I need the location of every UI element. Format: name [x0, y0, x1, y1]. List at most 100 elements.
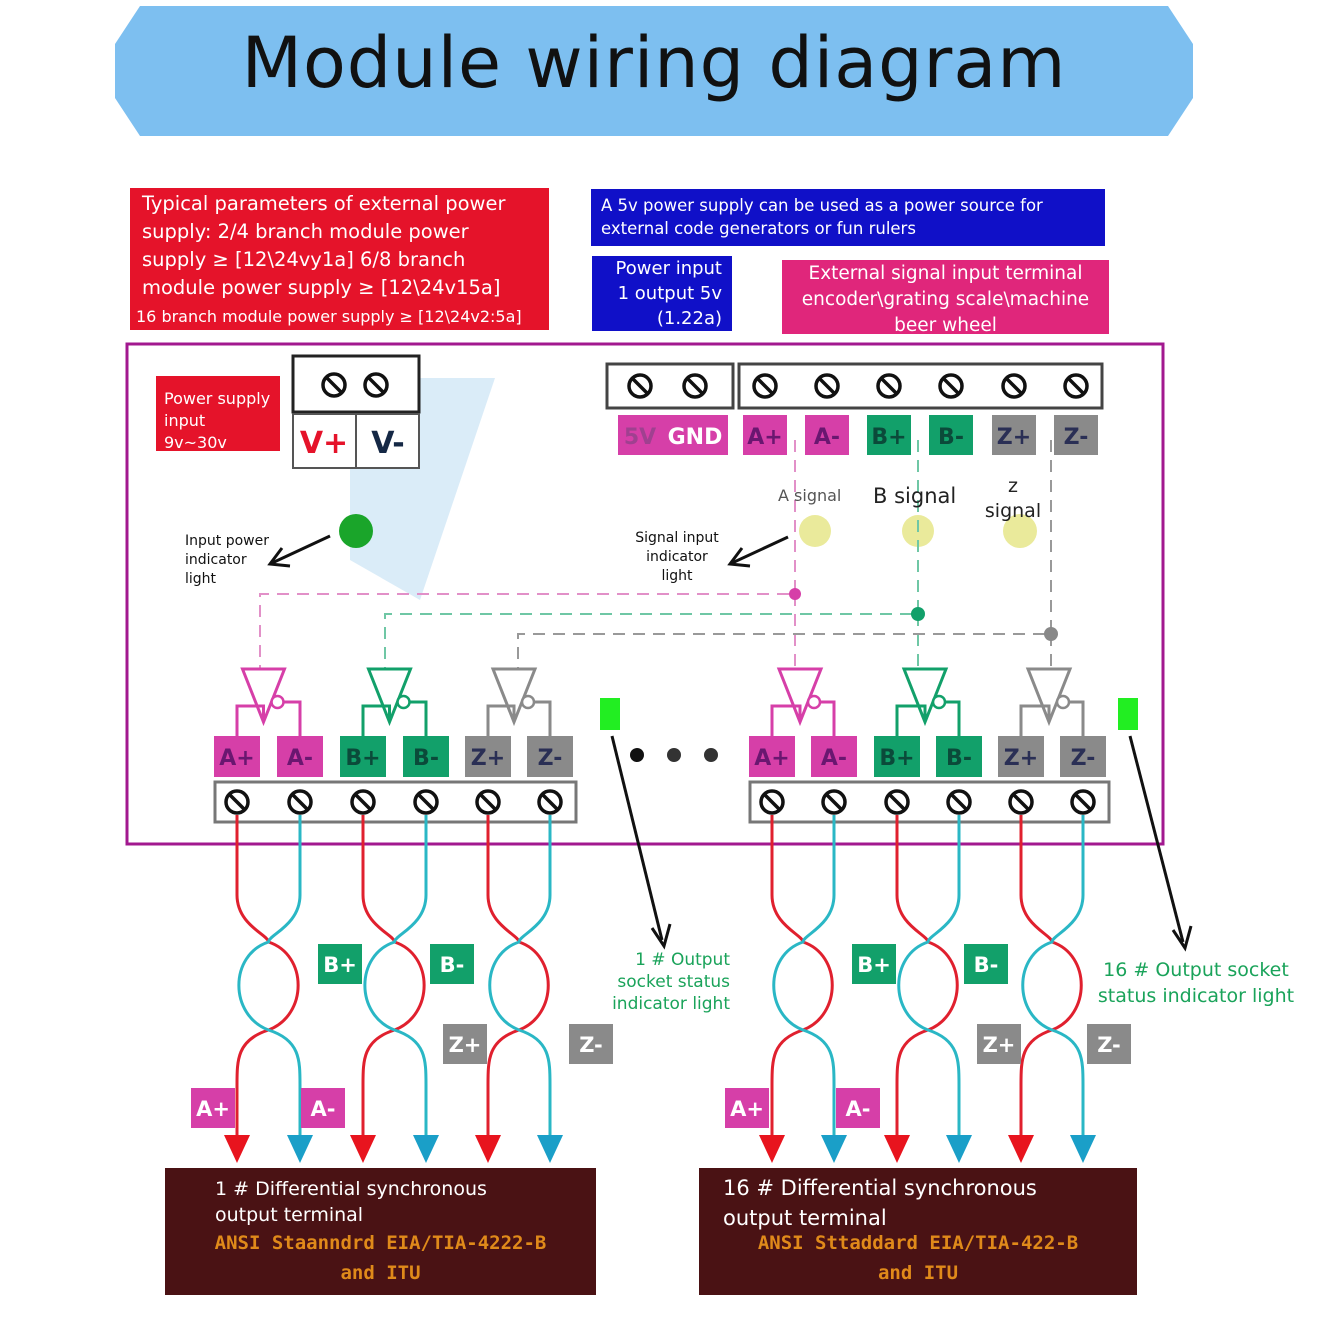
- output-label: B+: [345, 746, 380, 771]
- terminal-label-bg: [805, 415, 849, 455]
- wire-label-bg: [725, 1088, 769, 1128]
- title-line: 1 # Differential synchronous: [215, 1178, 487, 1200]
- terminal-title: 16 # Differential synchronous output ter…: [723, 1173, 1037, 1233]
- terminal-label-bg: [867, 415, 911, 455]
- output-terminal-block: [213, 780, 578, 824]
- screw-icon[interactable]: [946, 789, 972, 815]
- line-driver-icon: [1025, 667, 1073, 727]
- screw-icon[interactable]: [938, 373, 964, 399]
- arrow-down-icon: [759, 1135, 785, 1163]
- arrow-down-icon: [413, 1135, 439, 1163]
- screw-icon[interactable]: [814, 373, 840, 399]
- screw-icon[interactable]: [1063, 373, 1089, 399]
- wire-label: Z-: [1097, 1033, 1121, 1057]
- screw-icon[interactable]: [759, 789, 785, 815]
- terminal-label-a-minusplus: A+: [747, 425, 782, 450]
- output-label-bg: [936, 736, 982, 777]
- line-driver-icon: [366, 667, 413, 727]
- input-power-indicator-label: Input power indicator light: [185, 532, 269, 589]
- screw-icon[interactable]: [884, 789, 910, 815]
- screw-icon[interactable]: [627, 373, 653, 399]
- screw-icon[interactable]: [876, 373, 902, 399]
- label-line: Input power: [185, 533, 269, 549]
- note-line: external code generators or fun rulers: [601, 219, 916, 238]
- output-terminal-block: [748, 780, 1111, 824]
- terminal-label-bg: [662, 415, 728, 455]
- note-line: Power input: [615, 258, 722, 279]
- output-label: Z+: [1004, 746, 1038, 771]
- terminal-title: 1 # Differential synchronous output term…: [215, 1176, 487, 1228]
- output-label-bg: [1060, 736, 1106, 777]
- wire-label-bg: [301, 1088, 345, 1128]
- output-16-status-note: 16 # Output socket status indicator ligh…: [1096, 957, 1296, 1009]
- wire-label-bg: [1087, 1024, 1131, 1064]
- arrow-down-icon: [287, 1135, 313, 1163]
- screw-icon[interactable]: [821, 789, 847, 815]
- wire-label-bg: [569, 1024, 613, 1064]
- label-line: indicator: [646, 549, 708, 565]
- power-params-note: Typical parameters of external power sup…: [130, 188, 549, 330]
- output-1-group: A+A-B+B-Z+Z-: [213, 667, 578, 824]
- wire-label-bg: [977, 1024, 1021, 1064]
- label-line: z: [1008, 475, 1018, 497]
- arrow-down-icon: [475, 1135, 501, 1163]
- output-label-bg: [998, 736, 1044, 777]
- output-label: A-: [821, 746, 847, 771]
- wire-label-bg: [964, 944, 1008, 984]
- arrow-down-icon: [1008, 1135, 1034, 1163]
- output-label: A+: [219, 746, 254, 771]
- output-1-status-led-icon: [600, 698, 620, 730]
- std-line: and ITU: [340, 1262, 421, 1284]
- screw-icon[interactable]: [537, 789, 563, 815]
- output-16-terminal: 16 # Differential synchronous output ter…: [699, 1168, 1137, 1295]
- note-line: 1 output 5v: [617, 283, 722, 304]
- screw-icon[interactable]: [752, 373, 778, 399]
- output-label-bg: [403, 736, 449, 777]
- signal-input-indicator-label: Signal input indicator light: [632, 529, 722, 586]
- signal-traces: [259, 440, 1052, 668]
- note-line: Power supply: [164, 389, 271, 408]
- power-supply-input-note: Power supply input 9v~30v: [156, 376, 280, 452]
- screw-icon[interactable]: [475, 789, 501, 815]
- output-label: B-: [946, 746, 972, 771]
- screw-icon[interactable]: [363, 372, 389, 398]
- v-plus-label: V+: [300, 426, 348, 461]
- screw-icon[interactable]: [224, 789, 250, 815]
- arrow-down-icon: [537, 1135, 563, 1163]
- wire-label: B+: [857, 953, 891, 977]
- screw-icon[interactable]: [682, 373, 708, 399]
- std-line: ANSI Sttaddard EIA/TIA-422-B: [757, 1232, 1079, 1254]
- output-label-bg: [527, 736, 573, 777]
- screw-icon[interactable]: [1001, 373, 1027, 399]
- screw-icon[interactable]: [1070, 789, 1096, 815]
- wire-label-bg: [836, 1088, 880, 1128]
- terminal-label-bg: [618, 415, 662, 455]
- arrow-down-icon: [946, 1135, 972, 1163]
- note-line: (1.22a): [656, 308, 722, 329]
- arrow-down-icon: [884, 1135, 910, 1163]
- screw-icon[interactable]: [350, 789, 376, 815]
- screw-icon[interactable]: [287, 789, 313, 815]
- output-16-a-positive-wire: [770, 815, 834, 1145]
- note-line: module power supply ≥ [12\24v15a]: [142, 276, 501, 299]
- wire-label: B-: [440, 953, 465, 977]
- page-title: Module wiring diagram: [241, 22, 1067, 104]
- std-line: and ITU: [877, 1262, 959, 1284]
- screw-icon[interactable]: [1008, 789, 1034, 815]
- note-line: Typical parameters of external power: [142, 192, 506, 215]
- wire-label: B+: [323, 953, 357, 977]
- terminal-label-b-minusplus: B+: [871, 425, 906, 450]
- output-label-bg: [214, 736, 260, 777]
- screw-icon[interactable]: [413, 789, 439, 815]
- output-16-b-negative-wire: [897, 815, 961, 1145]
- wire-label: A+: [730, 1097, 764, 1121]
- output-1-terminal: 1 # Differential synchronous output term…: [165, 1168, 596, 1295]
- output-label-bg: [465, 736, 511, 777]
- output-16-z-negative-wire: [1021, 815, 1085, 1145]
- arrow-down-icon: [350, 1135, 376, 1163]
- note-line: indicator light: [612, 994, 730, 1014]
- output-1-z-positive-wire: [486, 815, 550, 1145]
- screw-icon[interactable]: [321, 372, 347, 398]
- output-1-z-negative-wire: [488, 815, 552, 1145]
